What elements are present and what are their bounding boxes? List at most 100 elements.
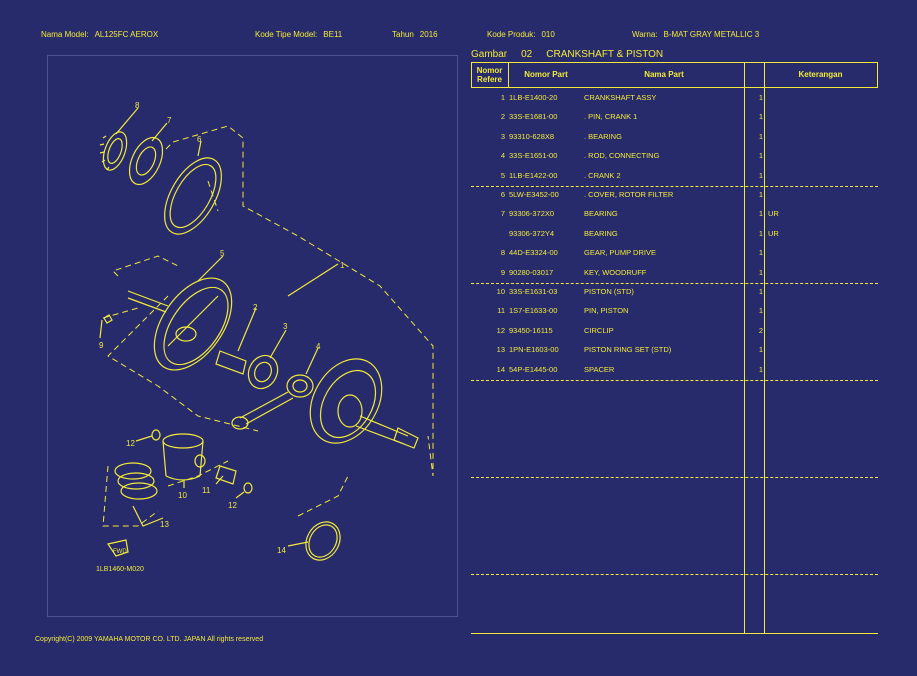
figure-number: 02 xyxy=(521,49,533,60)
product-code-field: Kode Produk: 010 xyxy=(487,30,555,39)
row-part-number: 33S-E1651-00 xyxy=(509,151,558,161)
table-col-line xyxy=(744,62,745,634)
row-ref: 14 xyxy=(496,364,505,374)
fwd-stamp-shape xyxy=(107,539,129,557)
row-note: UR xyxy=(768,209,779,219)
callout-13: 13 xyxy=(160,520,169,529)
callout-5: 5 xyxy=(220,249,225,258)
product-code-label: Kode Produk: xyxy=(487,30,536,39)
year-label: Tahun xyxy=(392,30,414,39)
row-part-number: 54P-E1445-00 xyxy=(509,364,558,374)
piston-pin-shape xyxy=(215,465,237,485)
color-value: B-MAT GRAY METALLIC 3 xyxy=(663,30,760,39)
header-part-name: Nama Part xyxy=(644,70,684,79)
row-ref: 4 xyxy=(500,151,505,161)
product-code-value: 010 xyxy=(541,30,555,39)
row-part-name: PISTON RING SET (STD) xyxy=(584,345,672,355)
row-part-number: 93306-372X0 xyxy=(509,209,555,219)
row-part-name: GEAR, PUMP DRIVE xyxy=(584,248,656,258)
row-qty: 1 xyxy=(758,131,763,141)
callout-3: 3 xyxy=(283,322,288,331)
piston-rings-shape xyxy=(114,462,158,500)
row-qty: 1 xyxy=(758,151,763,161)
row-ref: 5 xyxy=(500,170,505,180)
row-part-name: . PIN, CRANK 1 xyxy=(584,112,638,122)
header-ref: Nomor Refere xyxy=(476,65,503,84)
table-col-line xyxy=(471,62,472,88)
row-qty: 1 xyxy=(758,112,763,122)
row-part-number: 1PN-E1603-00 xyxy=(509,345,559,355)
table-bottom-rule xyxy=(471,633,878,634)
callout-10: 10 xyxy=(178,491,187,500)
group-divider xyxy=(471,186,878,187)
row-part-name: . CRANK 2 xyxy=(584,170,621,180)
piston-shape xyxy=(162,433,206,481)
table-row[interactable]: 5 1LB-E1422-00 . CRANK 2 1 xyxy=(471,167,878,186)
circlip-upper-shape xyxy=(151,429,161,441)
group-divider xyxy=(471,380,878,381)
table-col-line xyxy=(508,62,509,88)
callout-8: 8 xyxy=(135,101,140,110)
row-ref: 11 xyxy=(497,306,505,316)
row-ref: 13 xyxy=(496,345,505,355)
row-qty: 1 xyxy=(758,209,763,219)
callout-4: 4 xyxy=(316,342,321,351)
row-part-number: 33S-E1681-00 xyxy=(509,112,558,122)
row-ref: 9 xyxy=(500,267,505,277)
pump-drive-gear-shape xyxy=(99,131,128,171)
row-part-number: 1LB-E1422-00 xyxy=(509,170,558,180)
row-qty: 1 xyxy=(758,287,763,296)
row-part-number: 44D-E3324-00 xyxy=(509,248,558,258)
row-part-number: 90280-03017 xyxy=(509,267,554,277)
group-divider xyxy=(471,477,878,478)
row-part-number: 33S-E1631-03 xyxy=(509,287,558,296)
row-note: UR xyxy=(768,228,779,238)
row-qty: 2 xyxy=(758,325,763,335)
row-part-name: . BEARING xyxy=(584,131,622,141)
figure-label: Gambar xyxy=(471,49,508,60)
row-ref: 12 xyxy=(496,325,505,335)
row-part-name: PIN, PISTON xyxy=(584,306,629,316)
row-qty: 1 xyxy=(758,93,763,102)
row-qty: 1 xyxy=(758,248,763,258)
crank-pin-shape xyxy=(215,350,247,375)
copyright-notice: Copyright(C) 2009 YAMAHA MOTOR CO. LTD. … xyxy=(35,636,264,643)
table-row[interactable]: 8 44D-E3324-00 GEAR, PUMP DRIVE 1 xyxy=(471,244,878,263)
model-type-value: BE11 xyxy=(323,30,343,39)
row-part-name: CIRCLIP xyxy=(584,325,614,335)
table-row[interactable]: 2 33S-E1681-00 . PIN, CRANK 1 1 xyxy=(471,108,878,127)
callout-1: 1 xyxy=(340,261,345,270)
model-name-field: Nama Model:AL125FC AEROX xyxy=(41,30,158,39)
bearing-3-shape xyxy=(247,354,279,390)
group-divider xyxy=(471,574,878,575)
row-ref: 2 xyxy=(500,112,505,122)
row-part-number: 93306-372Y4 xyxy=(509,228,555,238)
fwd-stamp-label: FWD xyxy=(113,549,127,555)
header-note: Keterangan xyxy=(798,70,843,79)
table-col-line xyxy=(877,62,878,88)
row-ref: 7 xyxy=(500,209,505,219)
bearing-7-shape xyxy=(128,136,164,186)
row-qty: 1 xyxy=(758,170,763,180)
row-qty: 1 xyxy=(758,306,763,316)
model-type-label: Kode Tipe Model: xyxy=(255,30,318,39)
callout-2: 2 xyxy=(253,303,258,312)
color-field: Warna:B-MAT GRAY METALLIC 3 xyxy=(632,30,759,39)
row-ref: 8 xyxy=(500,248,505,258)
header-qty xyxy=(744,62,764,87)
row-part-number: 5LW-E3452-00 xyxy=(509,190,559,199)
crank-2-shape xyxy=(127,277,233,371)
